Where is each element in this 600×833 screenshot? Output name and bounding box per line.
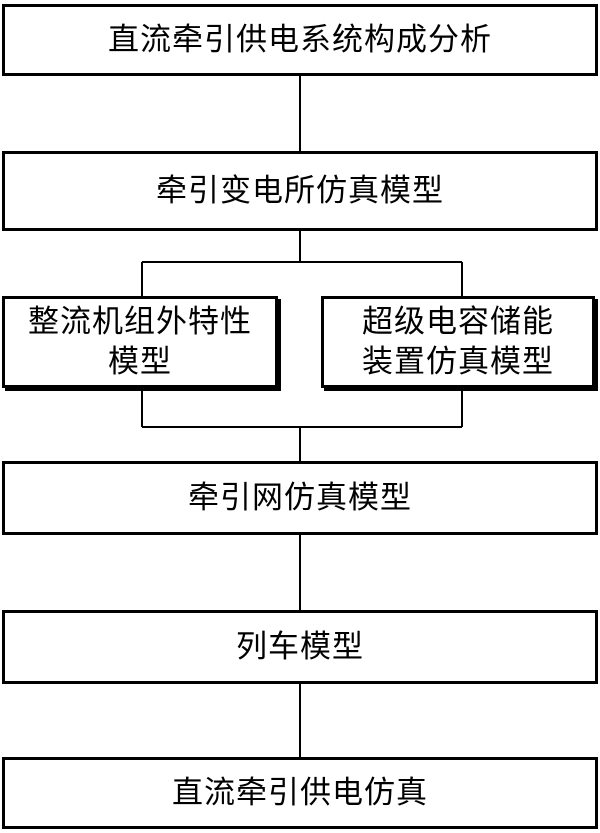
supercap-model-box: 超级电容储能 装置仿真模型 (321, 296, 595, 388)
substation-model-box: 牵引变电所仿真模型 (2, 151, 598, 231)
train-model-label: 列车模型 (236, 629, 364, 665)
substation-model-label: 牵引变电所仿真模型 (156, 173, 444, 209)
rectifier-model-label-line1: 整流机组外特性 (28, 304, 252, 340)
simulation-label: 直流牵引供电仿真 (172, 775, 428, 811)
analysis-label: 直流牵引供电系统构成分析 (108, 22, 492, 58)
supercap-model-label-line2: 装置仿真模型 (362, 344, 554, 380)
analysis-box: 直流牵引供电系统构成分析 (2, 4, 598, 76)
supercap-model-label-line1: 超级电容储能 (362, 304, 554, 340)
network-model-label: 牵引网仿真模型 (188, 480, 412, 516)
rectifier-model-box: 整流机组外特性 模型 (2, 296, 278, 388)
simulation-box: 直流牵引供电仿真 (2, 757, 598, 829)
network-model-box: 牵引网仿真模型 (2, 461, 598, 535)
train-model-box: 列车模型 (2, 610, 598, 684)
rectifier-model-label-line2: 模型 (108, 344, 172, 380)
